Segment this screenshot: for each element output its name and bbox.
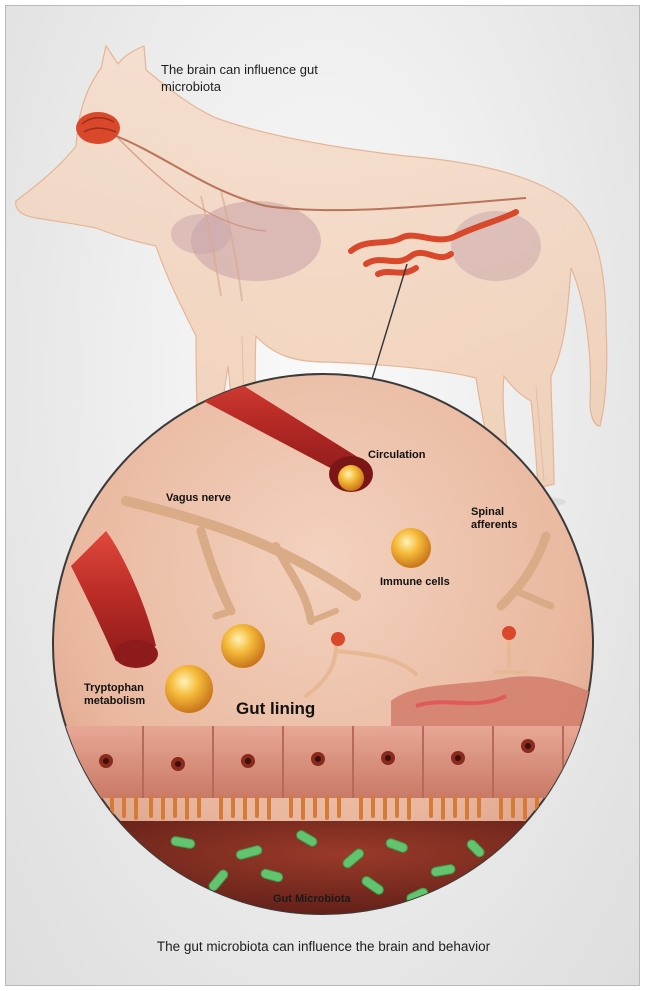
gut-lumen	[46, 821, 640, 931]
epithelial-cells	[66, 726, 626, 798]
spinal-afferents-label: Spinal afferents	[471, 506, 531, 532]
gut-microbiota-label: Gut Microbiota	[273, 893, 351, 906]
bottom-caption: The gut microbiota can influence the bra…	[6, 939, 640, 954]
vagus-nerve-label: Vagus nerve	[166, 492, 231, 505]
immune-cell	[221, 624, 265, 668]
illustration	[6, 6, 640, 986]
top-caption: The brain can influence gut microbiota	[161, 61, 361, 95]
immune-cell	[165, 665, 213, 713]
gut-lining-label: Gut lining	[236, 699, 315, 719]
immune-cell	[391, 528, 431, 568]
immune-cells-label: Immune cells	[380, 576, 450, 589]
circulation-label: Circulation	[368, 449, 425, 462]
tryptophan-metabolism-label: Tryptophan metabolism	[84, 682, 164, 708]
diagram-frame: The brain can influence gut microbiota C…	[5, 5, 640, 986]
